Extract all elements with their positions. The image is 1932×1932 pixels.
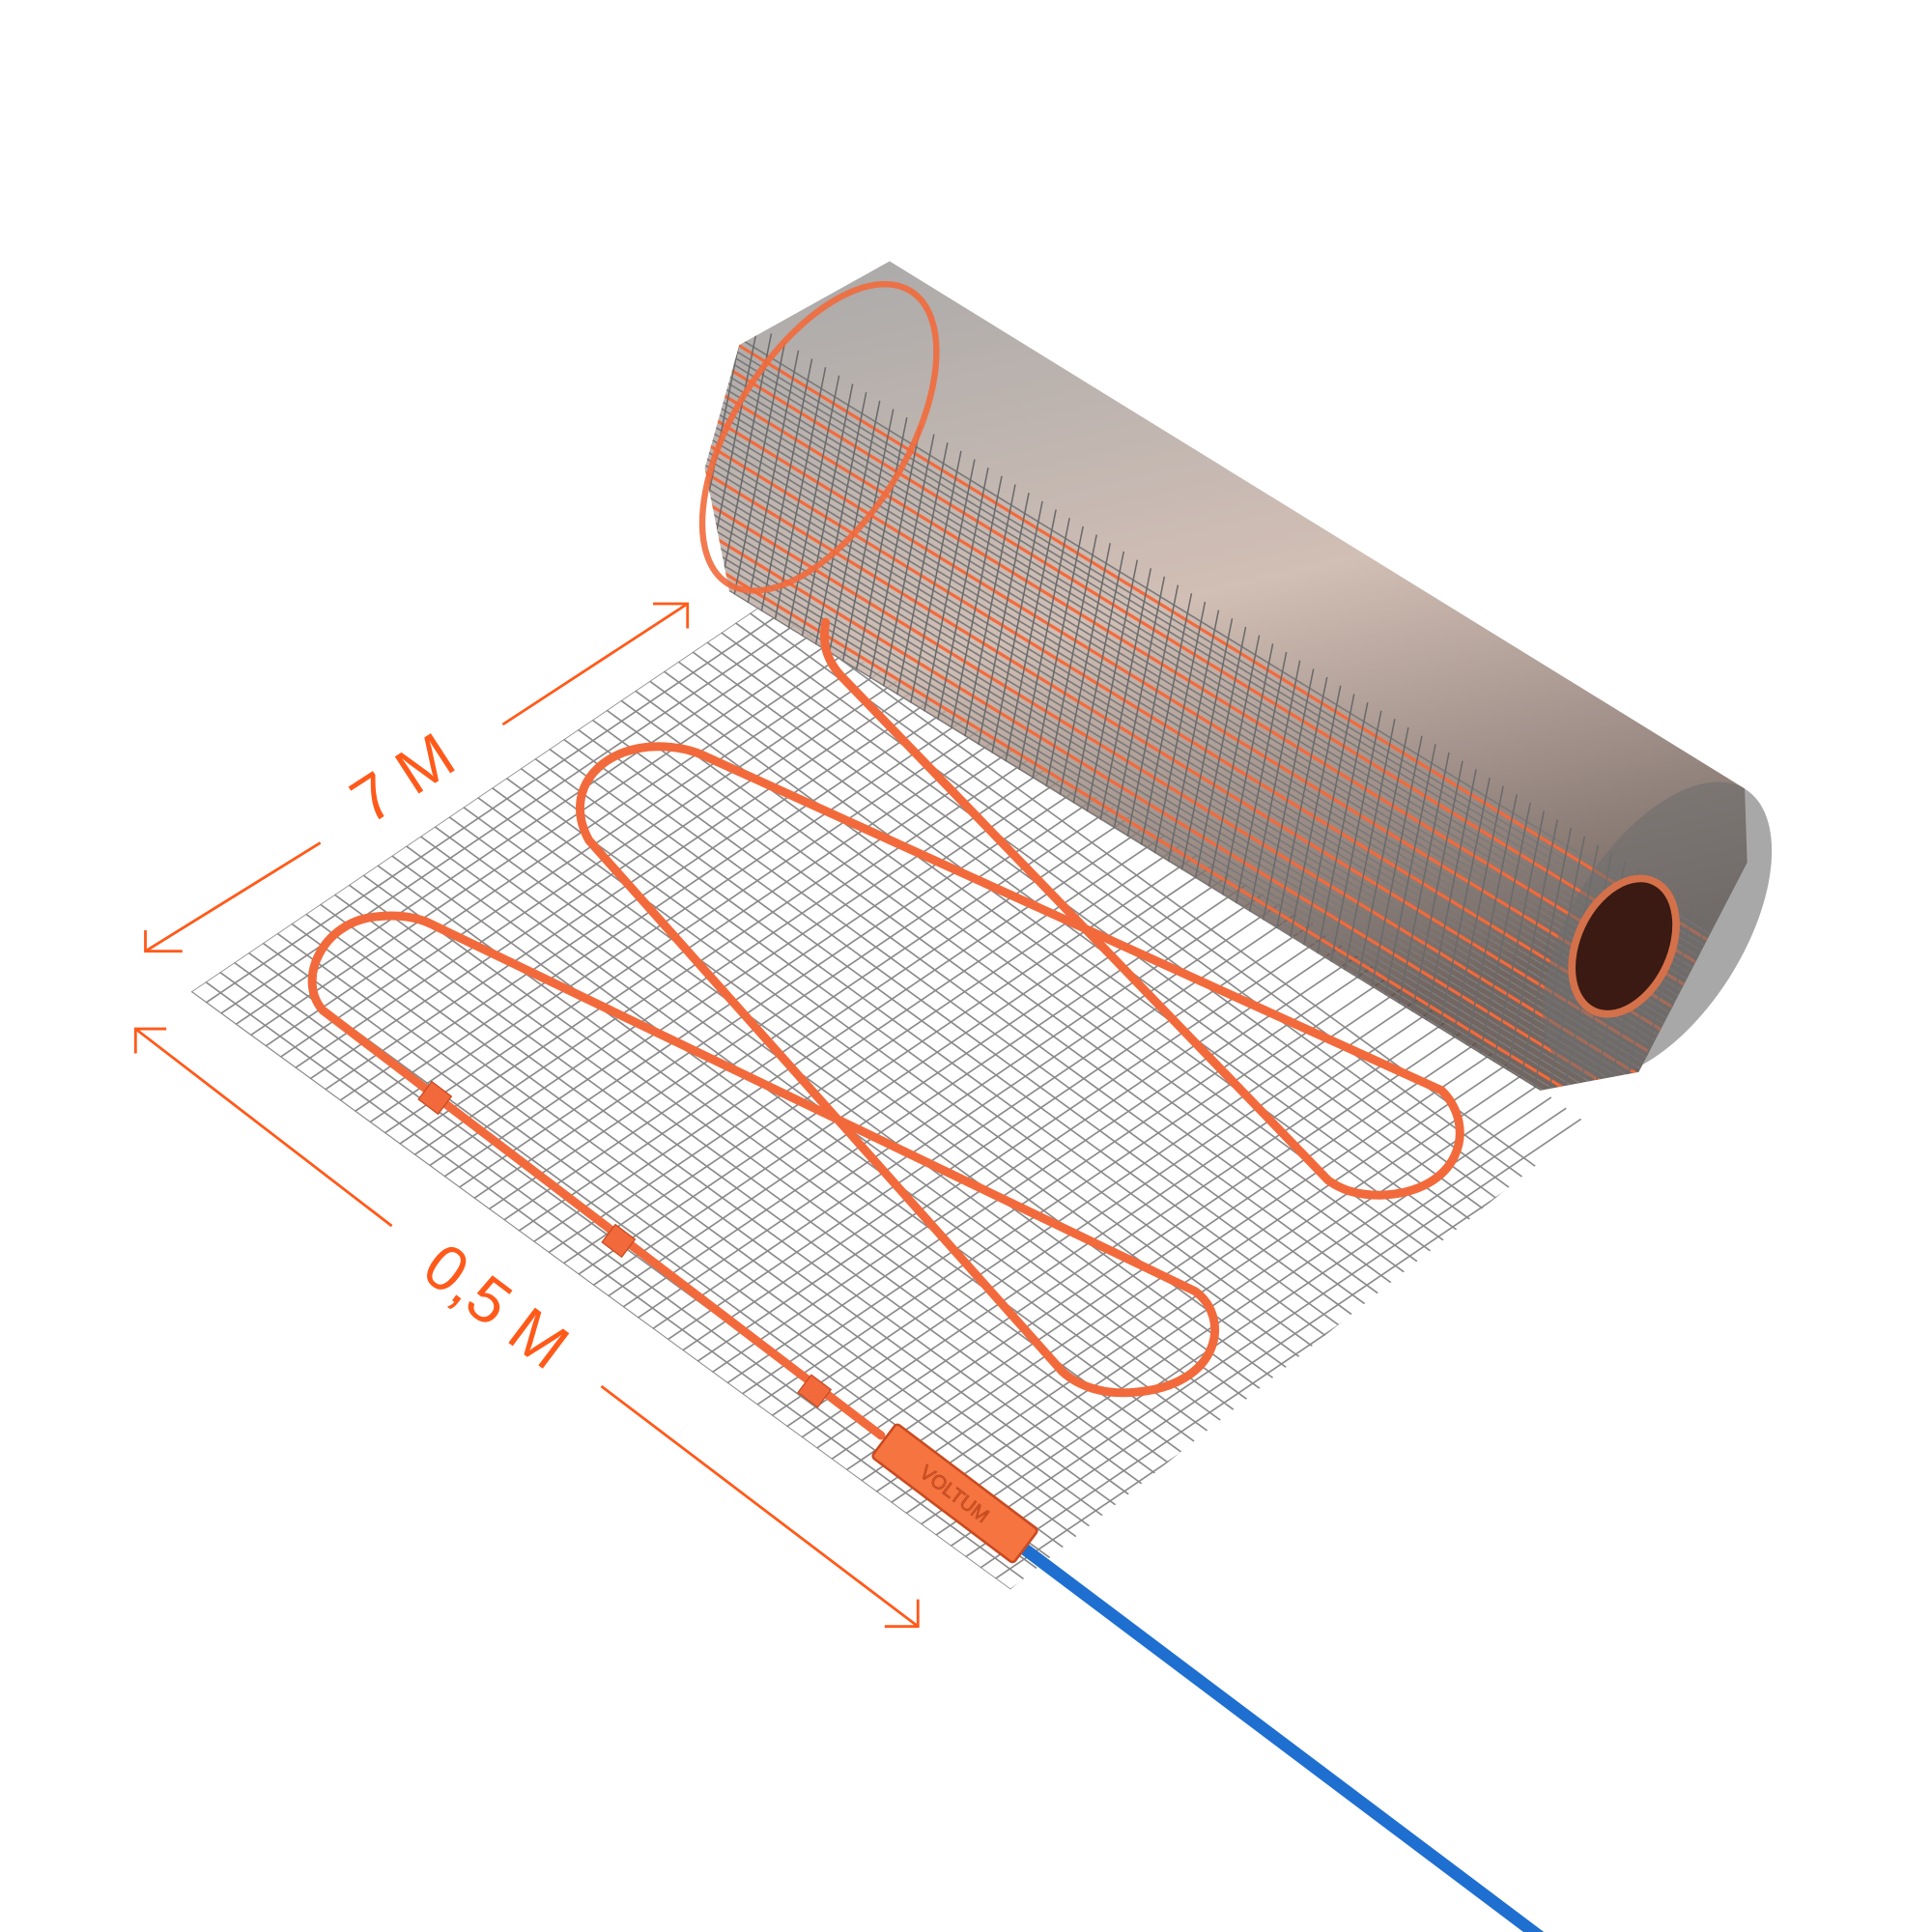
mesh-wire xyxy=(698,977,1388,1445)
mesh-wire xyxy=(366,837,1293,1515)
mesh-wire xyxy=(681,623,1609,1301)
dimension-length-label: 7 M xyxy=(339,720,468,838)
dimension-width xyxy=(133,1027,920,1629)
cable-connector: VOLTUM xyxy=(871,1423,1038,1564)
cable-clips xyxy=(417,1080,833,1408)
mesh-wire xyxy=(192,608,882,1075)
mesh-wire xyxy=(190,962,1108,1590)
mesh-wire xyxy=(520,846,1209,1315)
mesh-wire xyxy=(669,955,1358,1423)
mesh-wire xyxy=(409,808,1337,1486)
mesh-wire xyxy=(639,652,1566,1330)
mesh-wire xyxy=(311,695,1001,1162)
mesh-wire xyxy=(710,604,1617,1282)
mesh-wire xyxy=(190,604,867,1065)
mesh-wire xyxy=(431,781,1121,1249)
mesh-wire xyxy=(684,966,1374,1434)
mesh-wire xyxy=(509,739,1437,1417)
mesh-wire xyxy=(1482,819,1558,1091)
mesh-wire xyxy=(282,672,971,1141)
mesh-wire xyxy=(423,798,1351,1476)
mesh-wire xyxy=(251,914,1179,1590)
mesh-wire xyxy=(724,604,1617,1272)
mesh-wire xyxy=(480,759,1408,1436)
mesh-wire xyxy=(595,681,1523,1359)
mesh-wire xyxy=(1428,785,1504,1091)
mesh-wire xyxy=(616,283,691,653)
heating-cable xyxy=(307,617,1464,1440)
mesh-wire xyxy=(297,683,986,1151)
mesh-wire xyxy=(266,904,1194,1582)
mesh-wire xyxy=(401,759,1091,1228)
mesh-wire xyxy=(386,749,1075,1216)
mesh-wire xyxy=(237,639,926,1108)
mesh-wire xyxy=(394,817,1322,1495)
mesh-wire xyxy=(624,923,1314,1390)
mesh-wire xyxy=(323,866,1251,1544)
mesh-wire xyxy=(252,651,941,1119)
roll-left-end xyxy=(698,280,940,594)
mesh-wire xyxy=(704,325,759,696)
dimension-width-label: 0,5 M xyxy=(411,1230,582,1383)
mesh-wire xyxy=(774,1031,1463,1499)
mesh-wire xyxy=(704,558,1747,1091)
mesh-wire xyxy=(553,710,1480,1388)
mesh-wire xyxy=(445,792,1135,1260)
mesh-wire xyxy=(581,691,1509,1369)
mesh-wire xyxy=(696,613,1617,1292)
mesh-flat xyxy=(190,604,1617,1590)
mesh-wire xyxy=(952,1161,1617,1590)
roll-core-tube xyxy=(1568,874,1680,1018)
mesh-wire xyxy=(222,629,912,1097)
mesh-wire xyxy=(190,604,852,1054)
mesh-wire xyxy=(639,933,1328,1402)
mesh-wire xyxy=(595,900,1284,1369)
mesh-wire xyxy=(624,662,1551,1340)
mesh-wire xyxy=(295,885,1222,1563)
mesh-wire xyxy=(704,551,1747,1091)
mesh-wire xyxy=(495,749,1423,1427)
mesh-wire xyxy=(415,770,1105,1238)
mesh-wire xyxy=(308,875,1236,1553)
mesh-wire xyxy=(190,604,838,1042)
mesh-wire xyxy=(758,1020,1448,1489)
mesh-wire xyxy=(452,779,1379,1457)
mesh-wire xyxy=(610,912,1299,1379)
mesh-wire xyxy=(652,642,1580,1321)
mesh-wire xyxy=(208,618,896,1086)
mesh-wire xyxy=(280,895,1208,1573)
mesh-wire xyxy=(1455,802,1531,1091)
mesh-wire xyxy=(704,544,1747,1091)
mesh-wire xyxy=(566,700,1494,1378)
mesh-wire xyxy=(190,604,822,1032)
cold-lead-cable xyxy=(1007,1534,1545,1932)
mesh-wire xyxy=(337,856,1265,1534)
mesh-wire xyxy=(538,720,1465,1398)
mesh-wire xyxy=(371,738,1061,1206)
mesh-wire xyxy=(267,662,956,1129)
mesh-wire xyxy=(190,972,1094,1590)
mesh-wire xyxy=(524,729,1451,1407)
mesh-wire xyxy=(580,890,1269,1358)
mesh-wire xyxy=(505,836,1195,1303)
mesh-wire xyxy=(630,292,704,662)
mesh-wire xyxy=(1495,827,1573,1091)
mesh-wire xyxy=(704,307,1747,975)
mesh-wire xyxy=(704,536,1747,1091)
mesh-wire xyxy=(1468,810,1545,1091)
mesh-wire xyxy=(1441,794,1518,1091)
mesh-wire xyxy=(738,604,1617,1263)
mesh-wire xyxy=(237,923,1165,1590)
dimension-length xyxy=(144,602,690,953)
mesh-wire xyxy=(654,944,1344,1412)
